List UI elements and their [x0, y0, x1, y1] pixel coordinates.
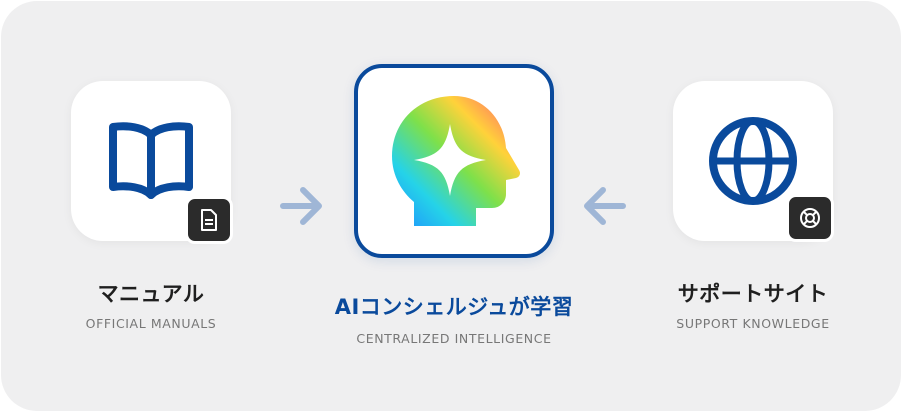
- manuals-tile: [71, 81, 231, 241]
- manuals-subtitle: OFFICIAL MANUALS: [85, 316, 217, 331]
- book-icon: [109, 122, 193, 199]
- manuals-title: マニュアル: [97, 282, 205, 306]
- support-site-subtitle: SUPPORT KNOWLEDGE: [676, 316, 830, 331]
- ai-concierge-tile: [354, 64, 554, 258]
- document-badge: [185, 196, 233, 244]
- support-site-title: サポートサイト: [677, 282, 829, 306]
- globe-icon: [709, 117, 797, 205]
- lifebuoy-icon: [800, 208, 820, 228]
- document-icon: [201, 209, 217, 231]
- ai-concierge-title: AIコンシェルジュが学習: [334, 295, 574, 319]
- arrow-left-icon: [584, 187, 626, 225]
- lifebuoy-badge: [786, 194, 834, 242]
- arrow-right-icon: [280, 187, 322, 225]
- ai-concierge-subtitle: CENTRALIZED INTELLIGENCE: [356, 331, 552, 346]
- ai-head-sparkle-icon: [392, 96, 520, 226]
